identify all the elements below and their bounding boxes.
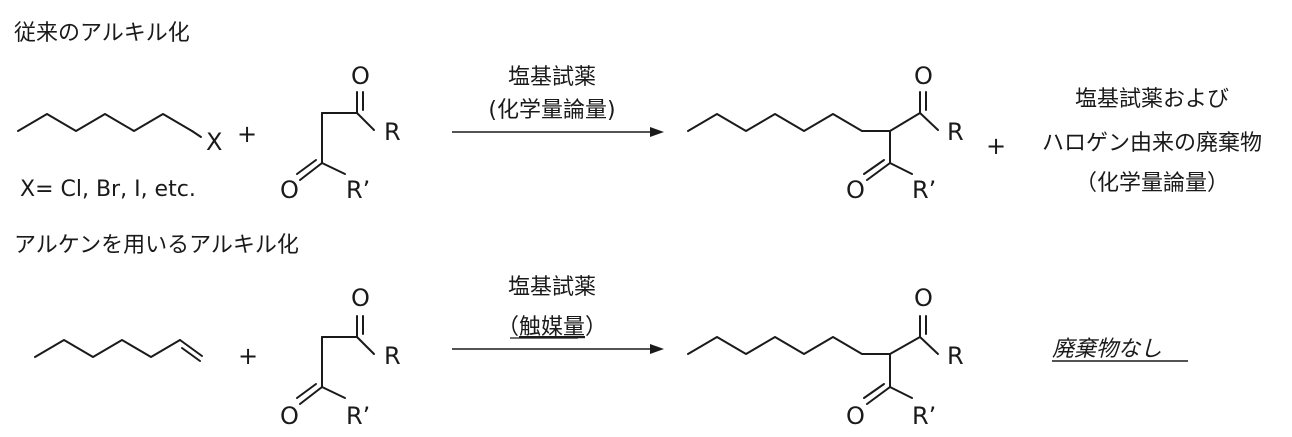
product-2: O R O R’ — [687, 284, 964, 430]
plus-sign-1: + — [237, 120, 257, 148]
carbonyl-r-bond — [356, 112, 375, 131]
dicarbonyl-reagent-1: O R O R’ — [280, 62, 401, 204]
reaction-arrow-head-2 — [650, 344, 664, 354]
plus-sign-2: + — [238, 342, 258, 370]
alkene-chain — [34, 339, 181, 358]
plus-sign-byproduct: + — [986, 132, 1006, 160]
byproduct-line-2: ハロゲン由来の廃棄物 — [1042, 131, 1262, 156]
product2-substituent-r-prime: R’ — [912, 402, 936, 430]
substituent-r-prime-2: R’ — [346, 402, 370, 430]
halide-atom-x: X — [206, 128, 222, 156]
reagent-label-2: 塩基試薬 — [508, 275, 596, 300]
substituent-r: R — [384, 118, 401, 146]
reagent-amount-1: (化学量論量) — [488, 98, 615, 123]
carbonyl-oxygen-top-2: O — [351, 284, 370, 312]
reagent-amount-2: （触媒量） — [497, 315, 607, 340]
heading-alkene-alkylation: アルケンを用いるアルキル化 — [14, 233, 299, 258]
alkene-double-bond — [179, 339, 203, 357]
catalytic-amount: 触媒量 — [519, 315, 585, 340]
substituent-r-prime: R’ — [346, 176, 370, 204]
reagent-label-1: 塩基試薬 — [508, 65, 596, 90]
product2-oxygen-bottom: O — [846, 402, 865, 430]
upper-carbonyl-bond — [889, 112, 921, 132]
product-oxygen-bottom: O — [846, 176, 865, 204]
reaction-arrow-head-1 — [650, 127, 664, 137]
alkyl-halide-chain — [17, 113, 193, 132]
byproduct-line-1: 塩基試薬および — [1075, 87, 1229, 112]
carbonyl-oxygen-bottom-2: O — [280, 402, 299, 430]
carbonyl-double-bond-lower — [299, 162, 323, 181]
product-substituent-r: R — [947, 118, 964, 146]
dicarbonyl-reagent-2: O R O R’ — [280, 284, 401, 430]
carbonyl-oxygen-bottom: O — [280, 176, 299, 204]
product2-oxygen-top: O — [914, 284, 933, 312]
product2-substituent-r: R — [947, 342, 964, 370]
product-oxygen-top: O — [914, 62, 933, 90]
c-x-bond — [191, 130, 202, 138]
product-alkyl-chain — [687, 113, 891, 132]
byproduct-line-3: （化学量論量） — [1075, 171, 1229, 196]
product-substituent-r-prime: R’ — [912, 176, 936, 204]
carbonyl-oxygen-top: O — [351, 62, 370, 90]
substituent-r-2: R — [384, 342, 401, 370]
carbonyl-r-prime-bond — [321, 162, 346, 175]
heading-conventional-alkylation: 従来のアルキル化 — [14, 21, 190, 46]
product-1: O R O R’ — [687, 62, 964, 204]
no-waste-label: 廃棄物なし — [1052, 337, 1162, 362]
halide-note: X= Cl, Br, I, etc. — [20, 177, 196, 202]
